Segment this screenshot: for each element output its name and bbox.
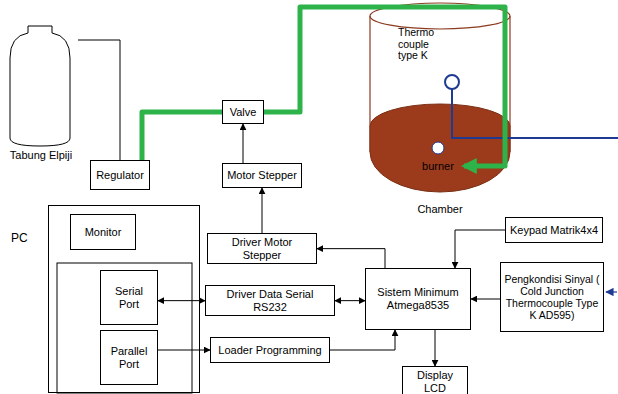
process-box: Regulator bbox=[90, 160, 150, 190]
node-text: Regulator bbox=[96, 169, 144, 182]
thermocouple-symbol bbox=[445, 75, 459, 89]
gas-cylinder bbox=[10, 26, 70, 146]
process-box: Loader Programming bbox=[210, 337, 330, 363]
gas-pipe bbox=[142, 112, 222, 160]
signal-line bbox=[78, 40, 120, 160]
node-text: burner bbox=[422, 160, 454, 173]
burner-nozzle bbox=[432, 142, 444, 154]
node-text: Display LCD bbox=[406, 369, 464, 394]
node-text: Tabung Elpiji bbox=[10, 149, 72, 162]
signal-line bbox=[455, 230, 505, 268]
signal-line bbox=[262, 188, 263, 233]
pc-box: PCMonitorSerial PortParallel Port bbox=[48, 205, 200, 393]
node-text: Parallel Port bbox=[104, 345, 154, 370]
signal-line bbox=[158, 300, 205, 301]
chamber-wall bbox=[509, 16, 510, 152]
node-text: Driver Motor Stepper bbox=[211, 236, 313, 261]
burner: burner bbox=[414, 157, 462, 175]
process-box: Keypad Matrik4x4 bbox=[505, 217, 603, 243]
part-label: Thermo couple type K bbox=[398, 27, 448, 62]
node-text: Pengkondisi Sinyal ( Cold Junction Therm… bbox=[504, 273, 600, 321]
node-text: Motor Stepper bbox=[227, 169, 297, 182]
process-box: Monitor bbox=[70, 214, 136, 250]
process-box: Driver Motor Stepper bbox=[207, 233, 317, 264]
process-box: Pengkondisi Sinyal ( Cold Junction Therm… bbox=[500, 262, 604, 332]
signal-line bbox=[158, 350, 210, 351]
node-text: Valve bbox=[230, 106, 257, 119]
node-text: Driver Data Serial RS232 bbox=[209, 288, 331, 313]
gas-tank: Tabung Elpiji bbox=[4, 20, 78, 162]
process-box: Valve bbox=[222, 100, 264, 124]
gas-pipe bbox=[264, 7, 505, 166]
signal-line bbox=[471, 299, 500, 300]
node-text: Loader Programming bbox=[218, 344, 321, 357]
burner-base bbox=[370, 104, 510, 192]
process-box: Motor Stepper bbox=[222, 163, 302, 188]
node-text: Serial Port bbox=[104, 285, 154, 310]
controller-box: Sistem Minimum Atmega8535 bbox=[365, 268, 471, 330]
port-box: Serial Port bbox=[100, 270, 158, 325]
display-box: Display LCD bbox=[402, 366, 468, 394]
signal-line bbox=[330, 330, 395, 350]
thermocouple-wire bbox=[452, 89, 618, 138]
node-text: Keypad Matrik4x4 bbox=[510, 224, 598, 237]
node-text: Monitor bbox=[85, 226, 122, 239]
process-box: Driver Data Serial RS232 bbox=[205, 285, 335, 316]
signal-input bbox=[606, 291, 617, 292]
port-box: Parallel Port bbox=[100, 330, 158, 385]
signal-line bbox=[317, 249, 385, 268]
chamber: Chamber burner bbox=[368, 0, 512, 216]
pc-inner-panel bbox=[57, 263, 192, 393]
signal-line bbox=[435, 330, 436, 366]
chamber-wall bbox=[369, 16, 370, 152]
node-text: PC bbox=[11, 232, 28, 246]
node-text: Sistem Minimum Atmega8535 bbox=[369, 286, 467, 311]
signal-line bbox=[335, 300, 365, 301]
node-text: Chamber bbox=[417, 203, 462, 216]
signal-line bbox=[243, 124, 244, 163]
